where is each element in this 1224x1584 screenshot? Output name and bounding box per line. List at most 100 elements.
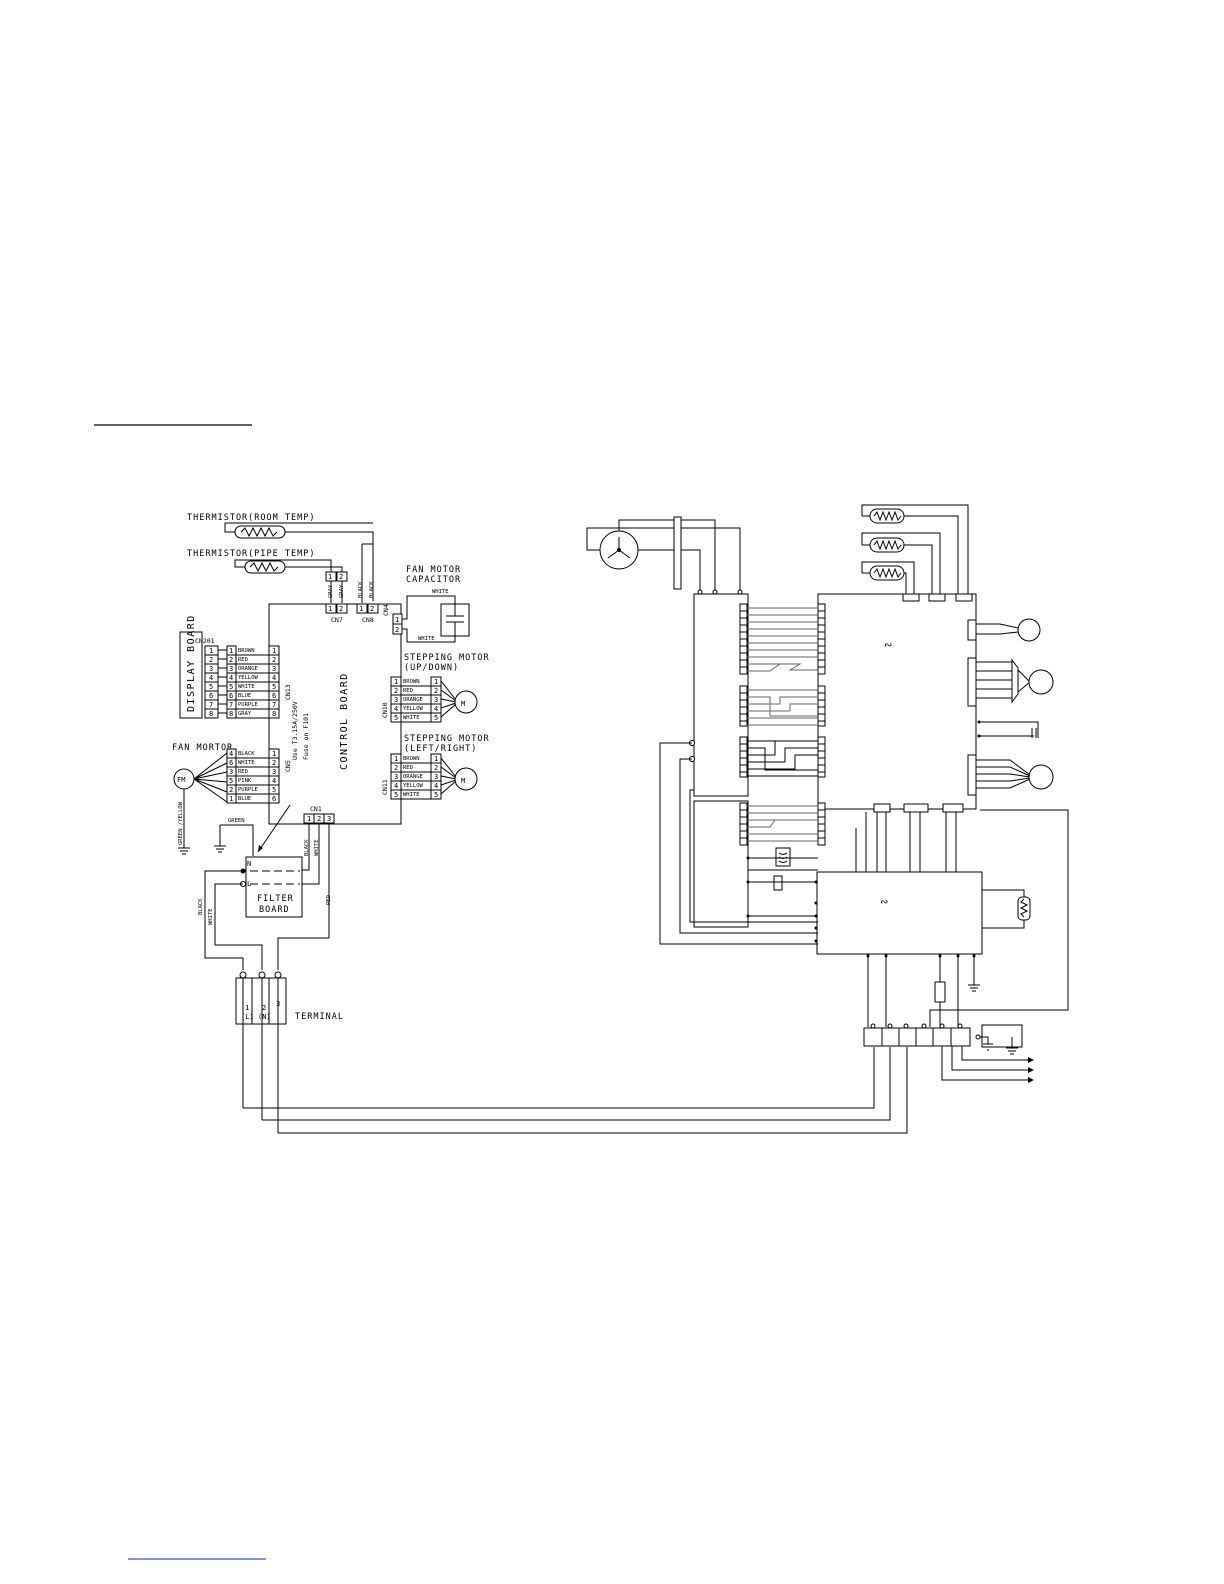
- svg-text:2: 2: [339, 605, 343, 613]
- svg-text:4: 4: [394, 782, 398, 790]
- svg-text:7: 7: [209, 701, 213, 709]
- stepping-motor-ud-label-1: STEPPING MOTOR: [404, 653, 490, 663]
- svg-text:4: 4: [434, 782, 438, 790]
- svg-text:7: 7: [272, 701, 276, 709]
- outdoor-thermistors: [861, 504, 973, 602]
- svg-text:M: M: [461, 700, 465, 708]
- svg-text:WHITE: WHITE: [418, 636, 435, 642]
- svg-text:1: 1: [328, 573, 332, 581]
- svg-text:6: 6: [209, 692, 213, 700]
- fan-motor-capacitor-label-2: CAPACITOR: [406, 575, 461, 585]
- svg-text:WHITE: WHITE: [314, 839, 320, 856]
- svg-text:5: 5: [434, 791, 438, 799]
- stepping-motor-left-right: [454, 767, 478, 791]
- svg-text:2: 2: [209, 656, 213, 664]
- svg-text:PURPLE: PURPLE: [238, 787, 258, 793]
- display-board-label: DISPLAY BOARD: [186, 614, 197, 712]
- stepping-motor-ud-label-2: (UP/DOWN): [404, 663, 459, 673]
- power-module: [693, 593, 749, 797]
- filter-board: [245, 856, 303, 918]
- svg-text:YELLOW: YELLOW: [238, 675, 259, 681]
- svg-text:RED: RED: [238, 657, 248, 663]
- svg-text:RED: RED: [403, 765, 413, 771]
- svg-text:1: 1: [434, 755, 438, 763]
- svg-text:7: 7: [229, 701, 233, 709]
- relay: [773, 875, 783, 891]
- stepping-motor-lr-label-2: (LEFT/RIGHT): [404, 744, 477, 754]
- svg-text:5: 5: [272, 786, 276, 794]
- svg-text:WHITE: WHITE: [432, 589, 449, 595]
- svg-text:1: 1: [434, 678, 438, 686]
- svg-text:2: 2: [394, 764, 398, 772]
- svg-text:ORANGE: ORANGE: [403, 774, 423, 780]
- four-way-valve-coil: [1017, 618, 1041, 642]
- svg-text:8: 8: [272, 710, 276, 718]
- cn11-label: CN11: [381, 779, 389, 795]
- cn201-label: CN201: [195, 637, 215, 645]
- svg-text:(N): (N): [258, 1013, 271, 1021]
- svg-text:1: 1: [229, 647, 233, 655]
- svg-text:2: 2: [229, 786, 233, 794]
- svg-text:2: 2: [434, 687, 438, 695]
- svg-text:5: 5: [272, 683, 276, 691]
- thermistor-pipe-resistor: [244, 560, 286, 574]
- svg-text:YELLOW: YELLOW: [403, 783, 424, 789]
- svg-text:1: 1: [394, 755, 398, 763]
- board-connector-banks: [739, 603, 826, 846]
- svg-text:1: 1: [209, 647, 213, 655]
- svg-text:PURPLE: PURPLE: [238, 702, 258, 708]
- svg-text:RED: RED: [238, 769, 248, 775]
- outdoor-unit-diagram: ∾: [586, 504, 1069, 1083]
- svg-text:BLACK: BLACK: [304, 839, 310, 856]
- svg-text:1: 1: [395, 616, 399, 624]
- svg-text:6: 6: [272, 795, 276, 803]
- cn10-label: CN10: [381, 702, 389, 718]
- svg-text:YELLOW: YELLOW: [403, 706, 424, 712]
- thermistor-pipe-label: THERMISTOR(PIPE TEMP): [187, 549, 315, 559]
- fuse-note-line2: Fuse on F101: [302, 713, 310, 760]
- cn13-board-pins: 12 34 56 78: [268, 645, 280, 719]
- terminal-label: TERMINAL: [295, 1012, 344, 1022]
- cn13-label: CN13: [284, 684, 292, 700]
- outdoor-power-board: [816, 871, 983, 955]
- thermistor-room-resistor: [234, 525, 286, 539]
- svg-text:5: 5: [229, 683, 233, 691]
- svg-text:3: 3: [394, 696, 398, 704]
- svg-text:BLACK: BLACK: [358, 581, 364, 598]
- cn4-label: CN4: [382, 604, 390, 616]
- fan-motor-label: FAN MORTOR: [172, 743, 233, 753]
- svg-text:3: 3: [229, 665, 233, 673]
- svg-text:N: N: [247, 860, 251, 868]
- svg-text:BROWN: BROWN: [403, 679, 420, 685]
- outdoor-right-components: [967, 618, 1054, 796]
- svg-text:WHITE: WHITE: [208, 908, 214, 925]
- interconnect-cable: [243, 1047, 908, 1134]
- outdoor-power-board-symbol: ∾: [880, 897, 890, 908]
- svg-text:1: 1: [272, 750, 276, 758]
- filter-board-label-2: BOARD: [259, 905, 290, 915]
- outdoor-fan-motor: [1028, 669, 1054, 695]
- fuse-note-line1: Use T3.15A/250V: [291, 701, 299, 760]
- svg-text:ORANGE: ORANGE: [238, 666, 258, 672]
- svg-text:WHITE: WHITE: [403, 715, 420, 721]
- display-board: [179, 631, 203, 719]
- cn8-label: CN8: [362, 616, 374, 624]
- svg-text:1: 1: [307, 815, 311, 823]
- reactor: [775, 847, 791, 867]
- svg-text:5: 5: [394, 791, 398, 799]
- svg-text:3: 3: [434, 696, 438, 704]
- svg-text:2: 2: [394, 687, 398, 695]
- cn5-label: CN5: [284, 760, 292, 772]
- svg-text:1: 1: [245, 1004, 249, 1012]
- svg-text:5: 5: [229, 777, 233, 785]
- inverter-board-section: [693, 800, 749, 928]
- svg-text:BLACK: BLACK: [238, 751, 255, 757]
- svg-text:1: 1: [272, 647, 276, 655]
- svg-text:BROWN: BROWN: [403, 756, 420, 762]
- svg-text:PINK: PINK: [238, 778, 252, 784]
- svg-text:6: 6: [272, 692, 276, 700]
